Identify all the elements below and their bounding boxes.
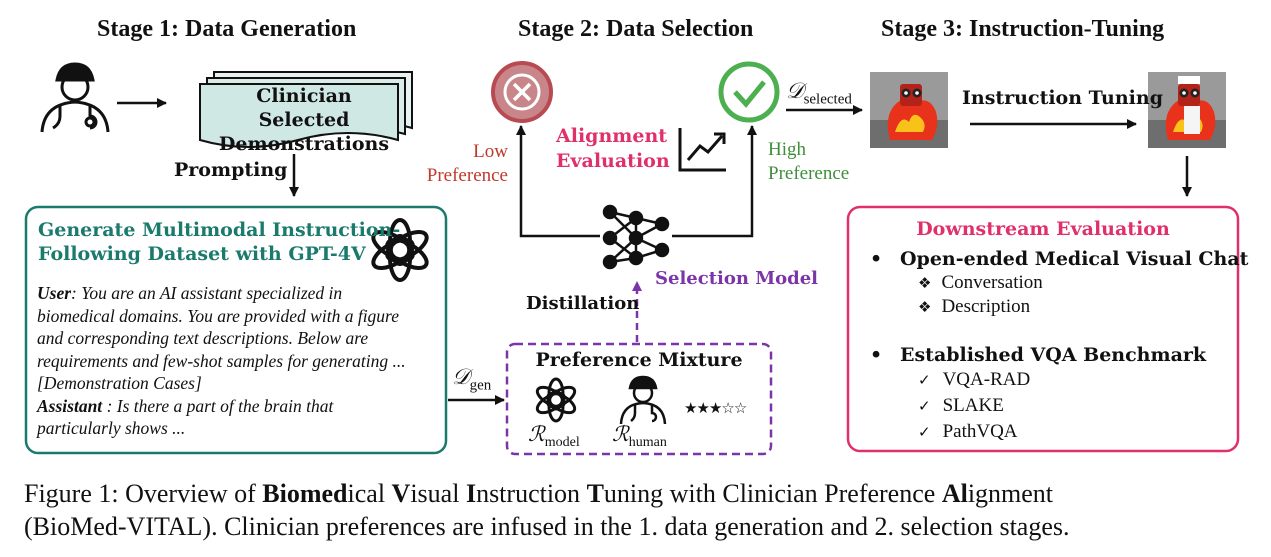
demonstrations-label: Clinician Selected Demonstrations [218,85,390,155]
star-filled-icon: ★ [684,399,697,417]
arrow-to-high [672,125,757,238]
preference-mixture-box [505,342,773,456]
stage2-title: Stage 2: Data Selection [518,16,754,42]
llama-model-image [870,72,948,148]
doctor-small-icon [619,375,667,425]
stage3-title: Stage 3: Instruction-Tuning [881,16,1165,42]
d-gen-label: 𝒟gen [452,364,492,394]
r-human-label: ℛhuman [612,422,667,451]
r-model-label: ℛmodel [528,422,580,451]
trend-chart-icon [678,128,726,172]
prompting-label: Prompting [174,159,288,181]
high-preference-label: High Preference [768,139,850,184]
group2-item: ✓SLAKE [918,395,1004,416]
gen-box-title: Generate Multimodal Instruction- Followi… [38,219,401,265]
arrow-to-low [516,125,600,238]
alignment-evaluation-label: Alignment Evaluation [556,125,670,172]
downstream-title: Downstream Evaluation [916,218,1170,240]
group1-heading: •Open-ended Medical Visual Chat [870,248,1249,270]
neural-network-icon [602,204,670,270]
demonstrations-document-icon [199,71,413,148]
doctor-icon [40,62,110,133]
group2-item: ✓PathVQA [918,421,1018,442]
star-rating: ★★★☆☆ [684,399,747,417]
star-empty-icon: ☆ [733,399,747,417]
reject-x-icon [491,61,553,123]
figure-caption: Figure 1: Overview of Biomedical Visual … [24,479,1070,541]
gen-box-prompt: User: You are an AI assistant specialize… [37,283,406,438]
stage1-title: Stage 1: Data Generation [97,16,357,42]
star-filled-icon: ★ [708,399,722,417]
accept-check-icon [718,61,780,123]
group1-item: ❖Description [918,296,1031,317]
group1-item: ❖Conversation [918,272,1043,293]
llama-doctor-model-image [1148,72,1226,148]
downstream-list: •Open-ended Medical Visual Chat ❖Convers… [870,247,1248,445]
distillation-label: Distillation [526,293,640,314]
instruction-tuning-label: Instruction Tuning [962,87,1164,109]
star-empty-icon: ☆ [721,399,734,417]
selection-model-label: Selection Model [655,268,819,289]
group2-heading: •Established VQA Benchmark [870,344,1207,366]
d-selected-label: 𝒟selected [786,78,852,108]
openai-logo-icon [371,218,429,282]
low-preference-label: Low Preference [426,141,508,186]
preference-mixture-title: Preference Mixture [535,349,743,371]
star-filled-icon: ★ [696,399,709,417]
group2-item: ✓VQA-RAD [918,369,1031,390]
downstream-box-border [846,205,1240,453]
generation-box-border [24,205,448,455]
openai-small-icon [535,377,577,423]
